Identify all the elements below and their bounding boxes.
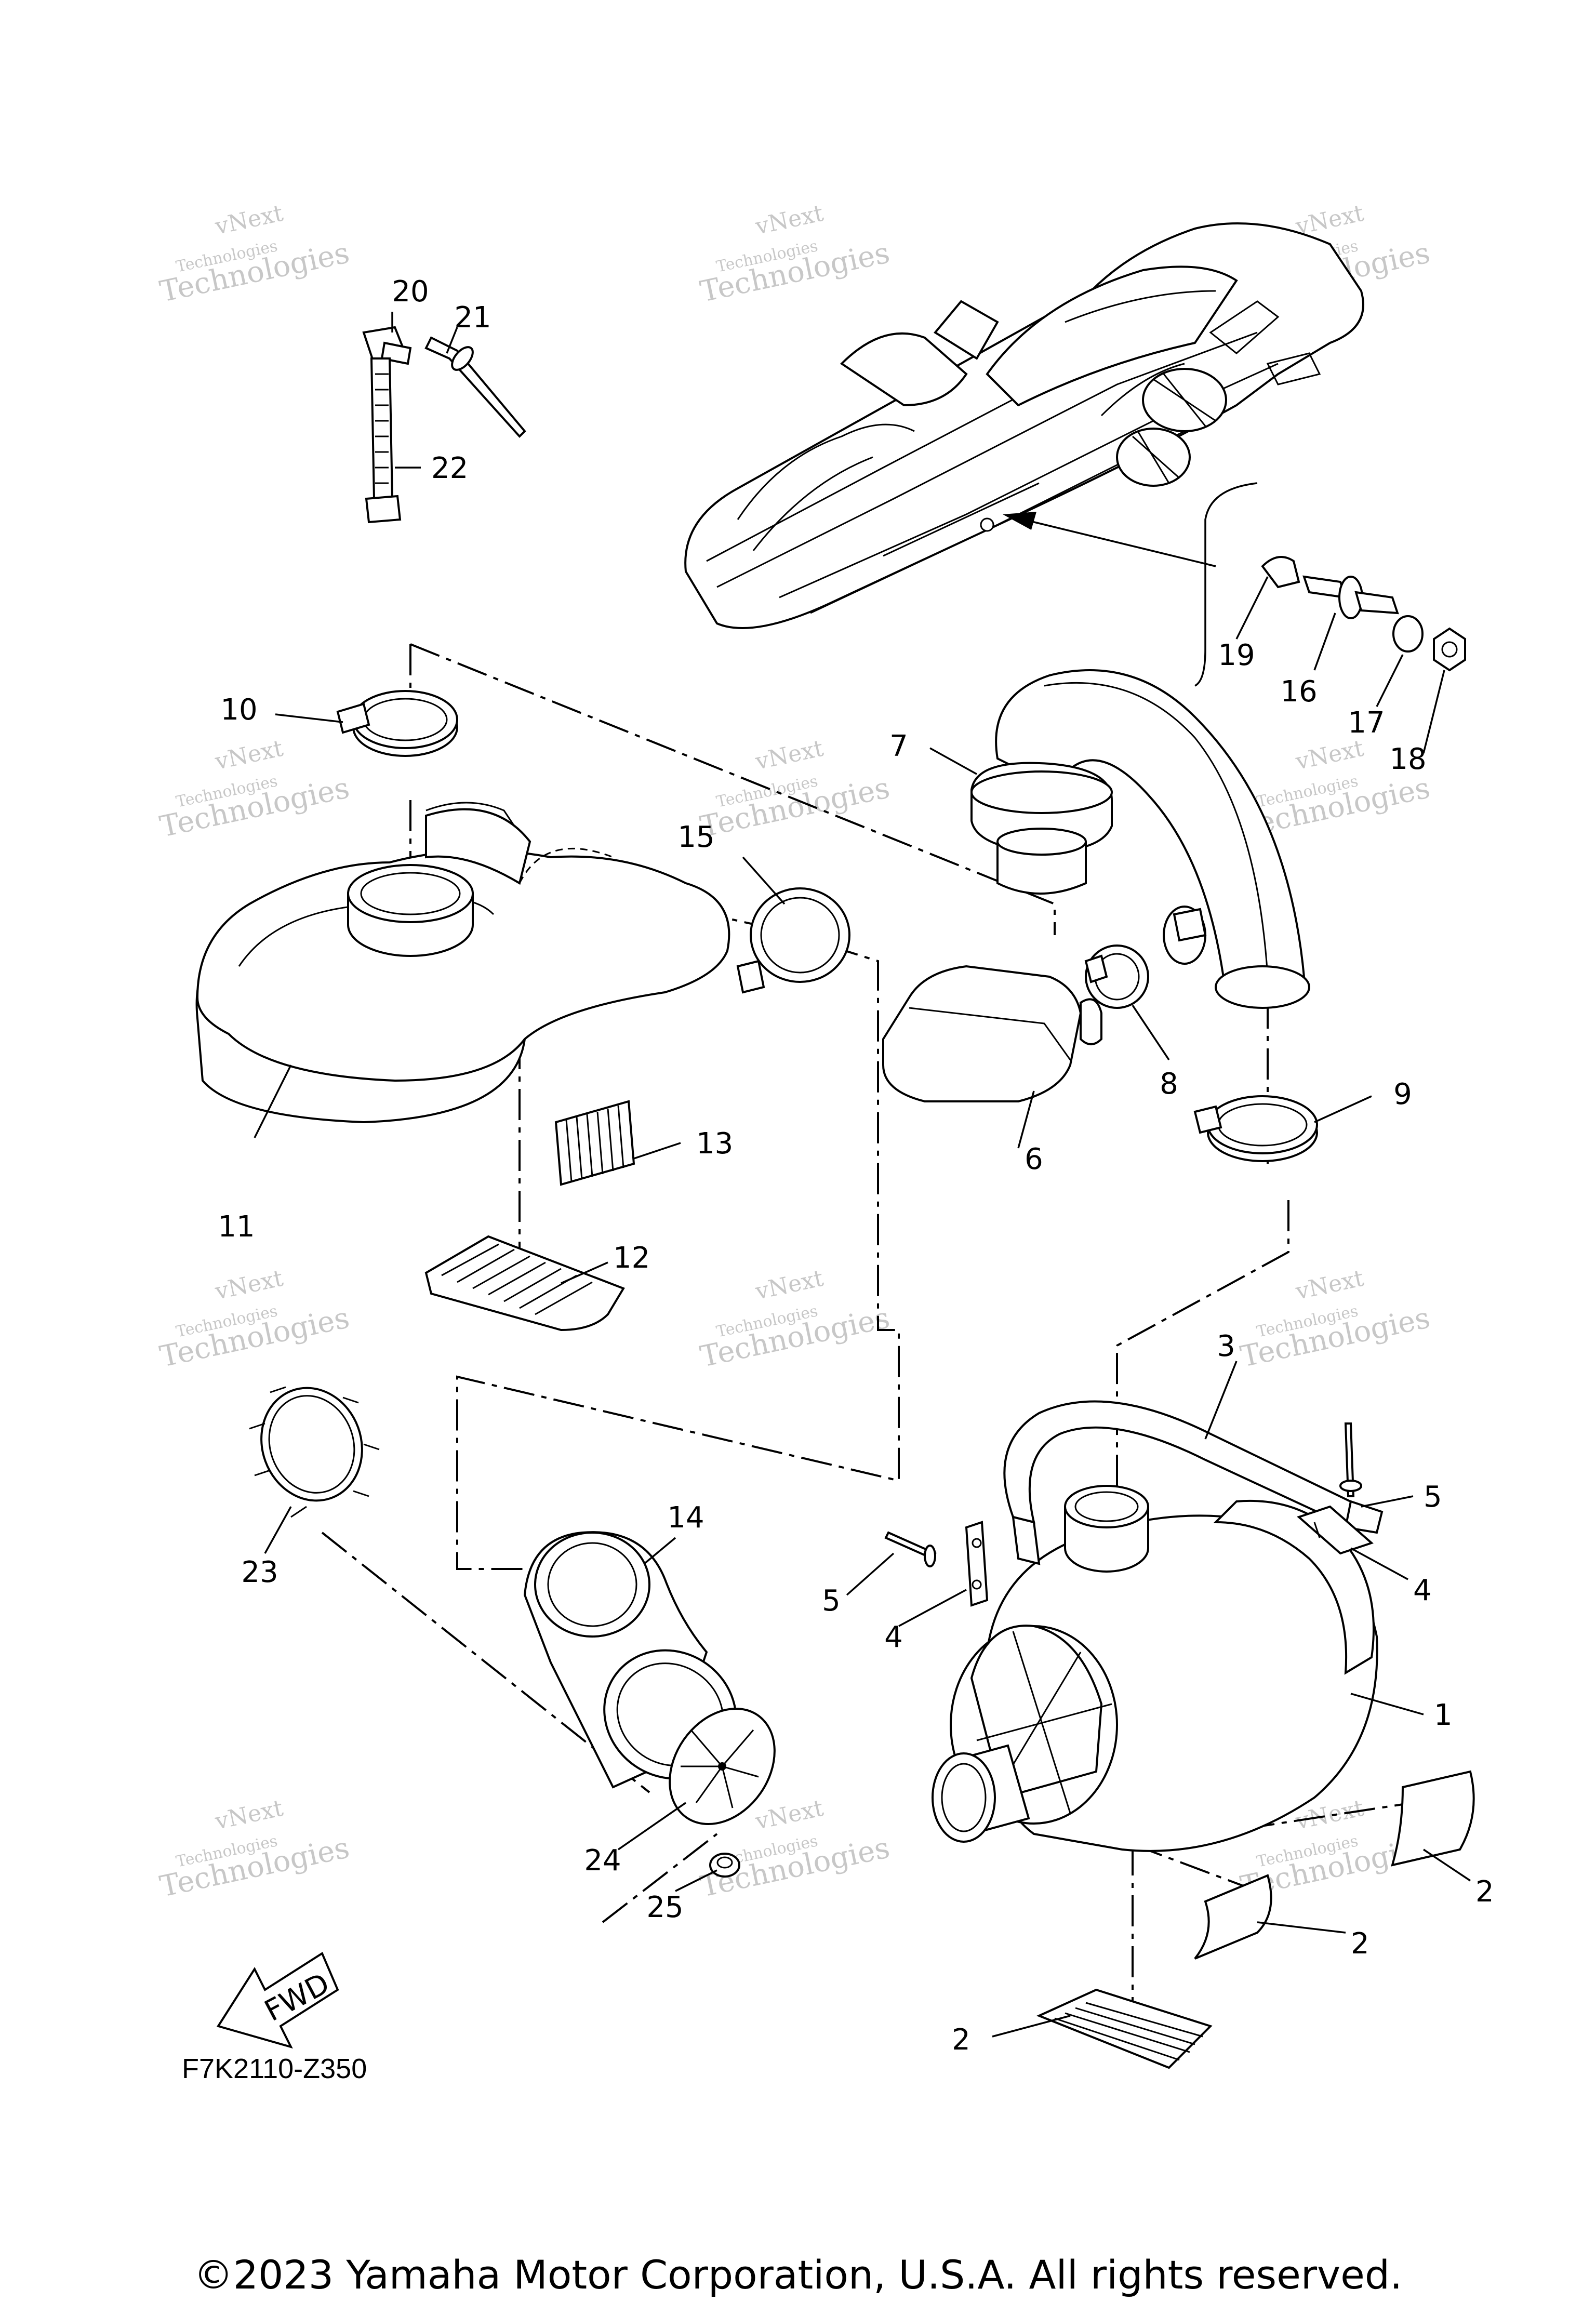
svg-text:vNext: vNext bbox=[1293, 735, 1366, 776]
svg-text:vNext: vNext bbox=[753, 200, 826, 241]
forward-direction-arrow: FWD bbox=[216, 1952, 339, 2049]
watermark: vNext Technologies Technologies bbox=[157, 1795, 352, 1904]
part-2-pad-1 bbox=[1391, 1770, 1475, 1867]
part-label-3: 3 bbox=[1217, 1329, 1235, 1363]
part-label-5-left: 5 bbox=[822, 1584, 841, 1618]
part-label-16: 16 bbox=[1280, 675, 1317, 709]
svg-text:vNext: vNext bbox=[212, 200, 286, 241]
part-label-4-right: 4 bbox=[1413, 1574, 1432, 1607]
part-21-rivet bbox=[424, 336, 526, 438]
svg-text:vNext: vNext bbox=[753, 1265, 826, 1306]
part-label-7: 7 bbox=[889, 729, 908, 763]
svg-text:vNext: vNext bbox=[753, 735, 826, 776]
diagram-code: F7K2110-Z350 bbox=[182, 2053, 367, 2084]
part-label-19: 19 bbox=[1218, 638, 1255, 672]
part-label-13: 13 bbox=[696, 1127, 733, 1161]
watermark: vNext Technologies Technologies bbox=[157, 1265, 352, 1374]
part-10-clamp bbox=[336, 690, 458, 757]
part-4-bracket-left bbox=[965, 1521, 989, 1607]
part-5-rivet-left bbox=[884, 1531, 937, 1567]
leader-lines bbox=[254, 312, 1471, 2038]
svg-text:vNext: vNext bbox=[212, 1265, 286, 1306]
svg-text:vNext: vNext bbox=[212, 735, 286, 776]
watercraft-illustration bbox=[684, 222, 1364, 629]
part-11-air-box bbox=[195, 802, 730, 1124]
part-2-pad-2 bbox=[1194, 1874, 1272, 1960]
part-1-filter-housing bbox=[932, 1485, 1378, 1852]
arrow-line bbox=[1023, 518, 1216, 567]
part-label-10: 10 bbox=[220, 693, 257, 727]
part-19-clip bbox=[1261, 556, 1300, 589]
part-label-2-bottom: 2 bbox=[952, 2023, 970, 2057]
part-5-rivet-right bbox=[1339, 1422, 1362, 1497]
part-label-15: 15 bbox=[677, 820, 714, 854]
part-label-2-middle: 2 bbox=[1351, 1927, 1369, 1961]
part-25-nut bbox=[709, 1853, 740, 1878]
assembly-lines bbox=[321, 643, 1414, 2026]
outlet-pipe bbox=[932, 1744, 1030, 1843]
part-label-18: 18 bbox=[1389, 742, 1426, 776]
part-label-22: 22 bbox=[431, 451, 468, 485]
part-label-12: 12 bbox=[613, 1241, 650, 1275]
part-18-nut bbox=[1433, 627, 1466, 672]
part-label-6: 6 bbox=[1025, 1142, 1043, 1176]
part-24-disc bbox=[669, 1707, 776, 1826]
part-label-24: 24 bbox=[584, 1844, 621, 1878]
part-label-21: 21 bbox=[454, 301, 491, 335]
part-23-ring bbox=[249, 1386, 380, 1518]
watermark: vNext Technologies Technologies bbox=[157, 735, 352, 844]
part-16-fitting bbox=[1302, 575, 1399, 619]
watermark: vNext Technologies Technologies bbox=[697, 1265, 893, 1374]
detail-bracket bbox=[1194, 482, 1258, 687]
part-12-grid-plate bbox=[424, 1235, 625, 1332]
part-label-11: 11 bbox=[218, 1210, 255, 1244]
duct-nipple bbox=[1163, 906, 1207, 965]
part-7-elbow-duct bbox=[970, 669, 1310, 1009]
svg-text:vNext: vNext bbox=[212, 1795, 286, 1835]
part-label-8: 8 bbox=[1160, 1067, 1178, 1101]
part-label-25: 25 bbox=[646, 1891, 683, 1924]
part-9-clamp bbox=[1193, 1095, 1318, 1162]
air-box-inlet-neck bbox=[347, 864, 474, 957]
part-6-filter-box bbox=[882, 965, 1102, 1102]
part-22-cable-tie bbox=[365, 357, 402, 524]
part-label-9: 9 bbox=[1393, 1077, 1412, 1111]
part-17-washer bbox=[1392, 615, 1424, 653]
part-label-20: 20 bbox=[392, 275, 429, 309]
watermark: vNext Technologies Technologies bbox=[1238, 1265, 1433, 1374]
svg-text:vNext: vNext bbox=[753, 1795, 826, 1835]
arrow-head bbox=[1003, 512, 1036, 530]
part-13-filter-element bbox=[554, 1100, 635, 1186]
part-2-pad-3 bbox=[1036, 1988, 1213, 2069]
part-20-clip bbox=[362, 326, 412, 365]
watermark: vNext Technologies Technologies bbox=[157, 200, 352, 309]
drain-fitting-parts bbox=[1261, 556, 1466, 672]
part-label-14: 14 bbox=[667, 1501, 704, 1535]
part-label-2-right: 2 bbox=[1475, 1875, 1494, 1909]
copyright-notice: ©2023 Yamaha Motor Corporation, U.S.A. A… bbox=[194, 2252, 1403, 2298]
part-4-bracket-right bbox=[1297, 1505, 1374, 1555]
part-8-clamp bbox=[1084, 944, 1149, 1009]
svg-text:vNext: vNext bbox=[1293, 1265, 1366, 1306]
part-15-clamp bbox=[736, 887, 850, 994]
part-labels: 20 21 22 10 11 13 12 15 7 8 9 6 19 16 17… bbox=[218, 275, 1494, 2057]
part-label-5-right: 5 bbox=[1424, 1480, 1442, 1514]
part-label-4-left: 4 bbox=[884, 1620, 903, 1654]
part-label-23: 23 bbox=[241, 1555, 278, 1589]
watermark: vNext Technologies Technologies bbox=[697, 200, 893, 309]
intake-hatch-highlight bbox=[1116, 300, 1280, 487]
part-label-1: 1 bbox=[1434, 1698, 1453, 1732]
part-label-17: 17 bbox=[1348, 706, 1385, 740]
part-14-intake-elbow bbox=[523, 1531, 737, 1789]
